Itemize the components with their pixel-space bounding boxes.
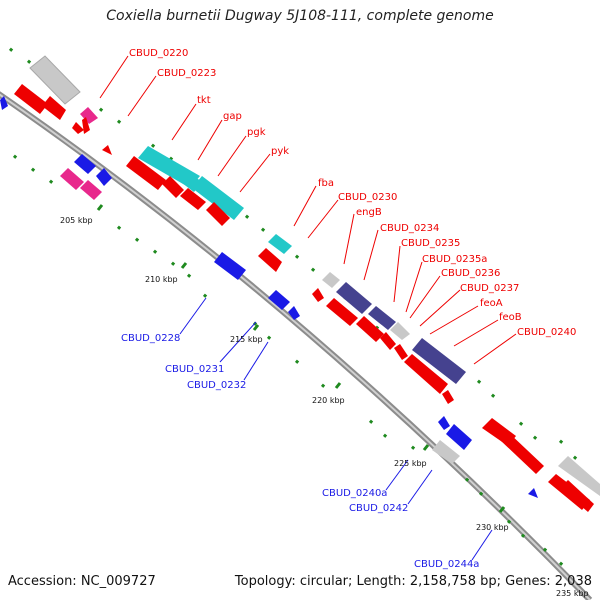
gene-cbud-0235: [390, 322, 410, 340]
gene-left-edge: [0, 96, 8, 110]
gene-reverse-a: [74, 154, 96, 174]
label-cbud-0223: CBUD_0223: [157, 68, 216, 79]
label-fba: fba: [318, 178, 334, 189]
gene-cbud-0232: [288, 306, 300, 320]
label-cbud-0231: CBUD_0231: [165, 364, 224, 375]
label-cbud-0232: CBUD_0232: [187, 380, 246, 391]
kbp-label-220: 220 kbp: [312, 396, 345, 405]
gene-reverse-pink-a: [60, 168, 84, 190]
label-pyk: pyk: [271, 146, 289, 157]
gene-cbud-0240a: [438, 416, 450, 430]
forward-label-leaders: [99, 55, 517, 365]
gene-cbud-0230: [322, 272, 340, 288]
scale-dots-inner: [12, 154, 564, 566]
gene-red-marker: [102, 145, 112, 155]
kbp-tick-marks: [96, 204, 506, 513]
gene-fba: [268, 234, 292, 254]
kbp-label-215: 215 kbp: [230, 335, 263, 344]
gene-reverse-pink-b: [80, 180, 102, 200]
gene-reverse-b: [96, 168, 112, 186]
gene-cbud-0244a: [528, 488, 538, 498]
label-cbud-0228: CBUD_0228: [121, 333, 180, 344]
label-cbud-0244a: CBUD_0244a: [414, 559, 479, 570]
kbp-label-235: 235 kbp: [556, 589, 589, 598]
gene-pink-small: [82, 117, 90, 134]
label-cbud-0235: CBUD_0235: [401, 238, 460, 249]
label-cbud-0235a: CBUD_0235a: [422, 254, 487, 265]
label-cbud-0234: CBUD_0234: [380, 223, 439, 234]
gene-cbud-0234: [368, 306, 396, 330]
gene-cbud-0242: [446, 424, 472, 450]
kbp-label-225: 225 kbp: [394, 459, 427, 468]
label-cbud-0230: CBUD_0230: [338, 192, 397, 203]
gene-cbud-0237: [412, 338, 466, 384]
label-pgk: pgk: [247, 127, 266, 138]
gene-cbud-0223: [80, 107, 98, 124]
gene-cbud-0240: [558, 456, 600, 496]
scale-dots-outer: [8, 47, 578, 460]
gene-cbud-0231: [268, 290, 290, 310]
kbp-label-230: 230 kbp: [476, 523, 509, 532]
map-title: Coxiella burnetii Dugway 5J108-111, comp…: [106, 8, 494, 24]
label-cbud-0242: CBUD_0242: [349, 503, 408, 514]
label-cbud-0240: CBUD_0240: [517, 327, 576, 338]
gene-engb: [336, 282, 372, 314]
label-feob: feoB: [499, 312, 522, 323]
kbp-label-205: 205 kbp: [60, 216, 93, 225]
label-gap: gap: [223, 111, 242, 122]
label-engb: engB: [356, 207, 382, 218]
reverse-label-leaders: [179, 297, 493, 561]
reverse-genes: [0, 96, 538, 498]
accession-text: Accession: NC_009727: [8, 574, 156, 589]
gene-reverse-gray: [432, 440, 460, 464]
topology-text: Topology: circular; Length: 2,158,758 bp…: [234, 574, 592, 589]
label-feoa: feoA: [480, 298, 503, 309]
label-cbud-0237: CBUD_0237: [460, 283, 519, 294]
label-cbud-0236: CBUD_0236: [441, 268, 500, 279]
gene-cbud-0228: [214, 252, 246, 280]
gene-cbud-0220: [29, 55, 81, 105]
red-arrow-genes: [14, 84, 590, 510]
gene-pgk-pyk: [192, 176, 244, 220]
label-cbud-0220: CBUD_0220: [129, 48, 188, 59]
label-tkt: tkt: [197, 95, 211, 106]
kbp-label-210: 210 kbp: [145, 275, 178, 284]
label-cbud-0240a: CBUD_0240a: [322, 488, 387, 499]
